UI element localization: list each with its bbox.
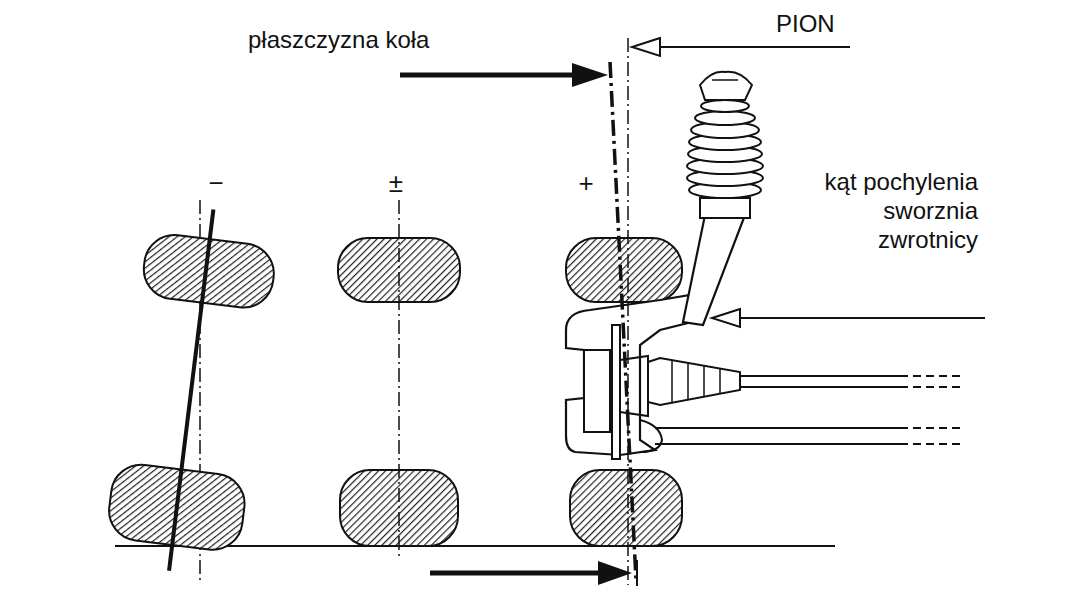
- kingpin-inclination-label: kąt pochylenia sworznia zwrotnicy: [818, 168, 978, 254]
- camber-sign: +: [578, 168, 593, 199]
- wheel-plane-label: płaszczyzna koła: [248, 26, 429, 55]
- vertical-label: PION: [776, 10, 835, 39]
- camber-sign: −: [208, 168, 223, 199]
- camber-sign: ±: [389, 168, 403, 199]
